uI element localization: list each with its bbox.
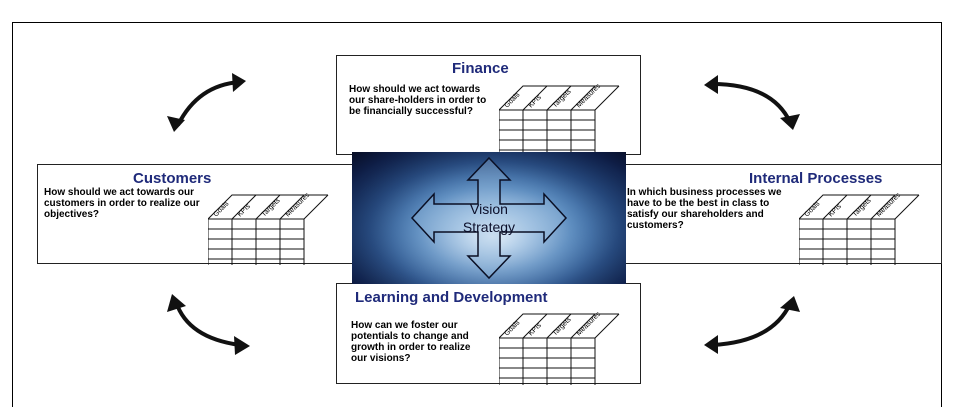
internal-col-goals: Goals [803, 200, 821, 218]
learning-development-title: Learning and Development [355, 289, 548, 306]
customers-col-kpis: KPIs [236, 203, 252, 219]
learning-col-kpis: KPIs [527, 322, 543, 338]
customers-col-goals: Goals [212, 200, 230, 218]
finance-box: Finance How should we act towards our sh… [336, 55, 641, 156]
learning-col-goals: Goals [503, 319, 521, 337]
vision-strategy-globe: Vision Strategy [352, 152, 626, 284]
curved-arrow-bottom-right [704, 296, 800, 354]
curved-arrow-bottom-left [167, 294, 250, 355]
finance-col-goals: Goals [503, 91, 521, 109]
finance-col-targets: Targets [551, 88, 573, 110]
finance-title: Finance [452, 60, 509, 77]
curved-arrow-top-left [167, 73, 246, 132]
vision-label: Vision [470, 201, 508, 217]
internal-processes-question: In which business processes we have to b… [627, 187, 782, 231]
customers-question: How should we act towards our customers … [44, 187, 200, 220]
strategy-label: Strategy [463, 219, 515, 235]
finance-grid: Goals KPIs Targets Measures [499, 82, 620, 156]
internal-processes-grid: Goals KPIs Targets Measures [799, 191, 920, 265]
learning-col-targets: Targets [551, 316, 573, 338]
customers-grid: Goals KPIs Targets Measures [208, 191, 329, 265]
internal-col-targets: Targets [851, 197, 873, 219]
learning-development-grid: Goals KPIs Targets Measures [499, 310, 620, 385]
learning-development-question: How can we foster our potentials to chan… [351, 320, 471, 364]
internal-processes-title: Internal Processes [749, 170, 883, 187]
finance-col-kpis: KPIs [527, 94, 543, 110]
four-way-arrow-icon: Vision Strategy [352, 152, 626, 284]
curved-arrow-top-right [704, 75, 800, 130]
finance-question: How should we act towards our share-hold… [349, 84, 487, 117]
internal-col-kpis: KPIs [827, 203, 843, 219]
customers-col-targets: Targets [260, 197, 282, 219]
customers-box: Customers How should we act towards our … [37, 164, 355, 265]
learning-development-box: Learning and Development How can we fost… [336, 283, 641, 385]
internal-processes-box: Internal Processes In which business pro… [620, 164, 942, 265]
customers-title: Customers [133, 170, 212, 187]
